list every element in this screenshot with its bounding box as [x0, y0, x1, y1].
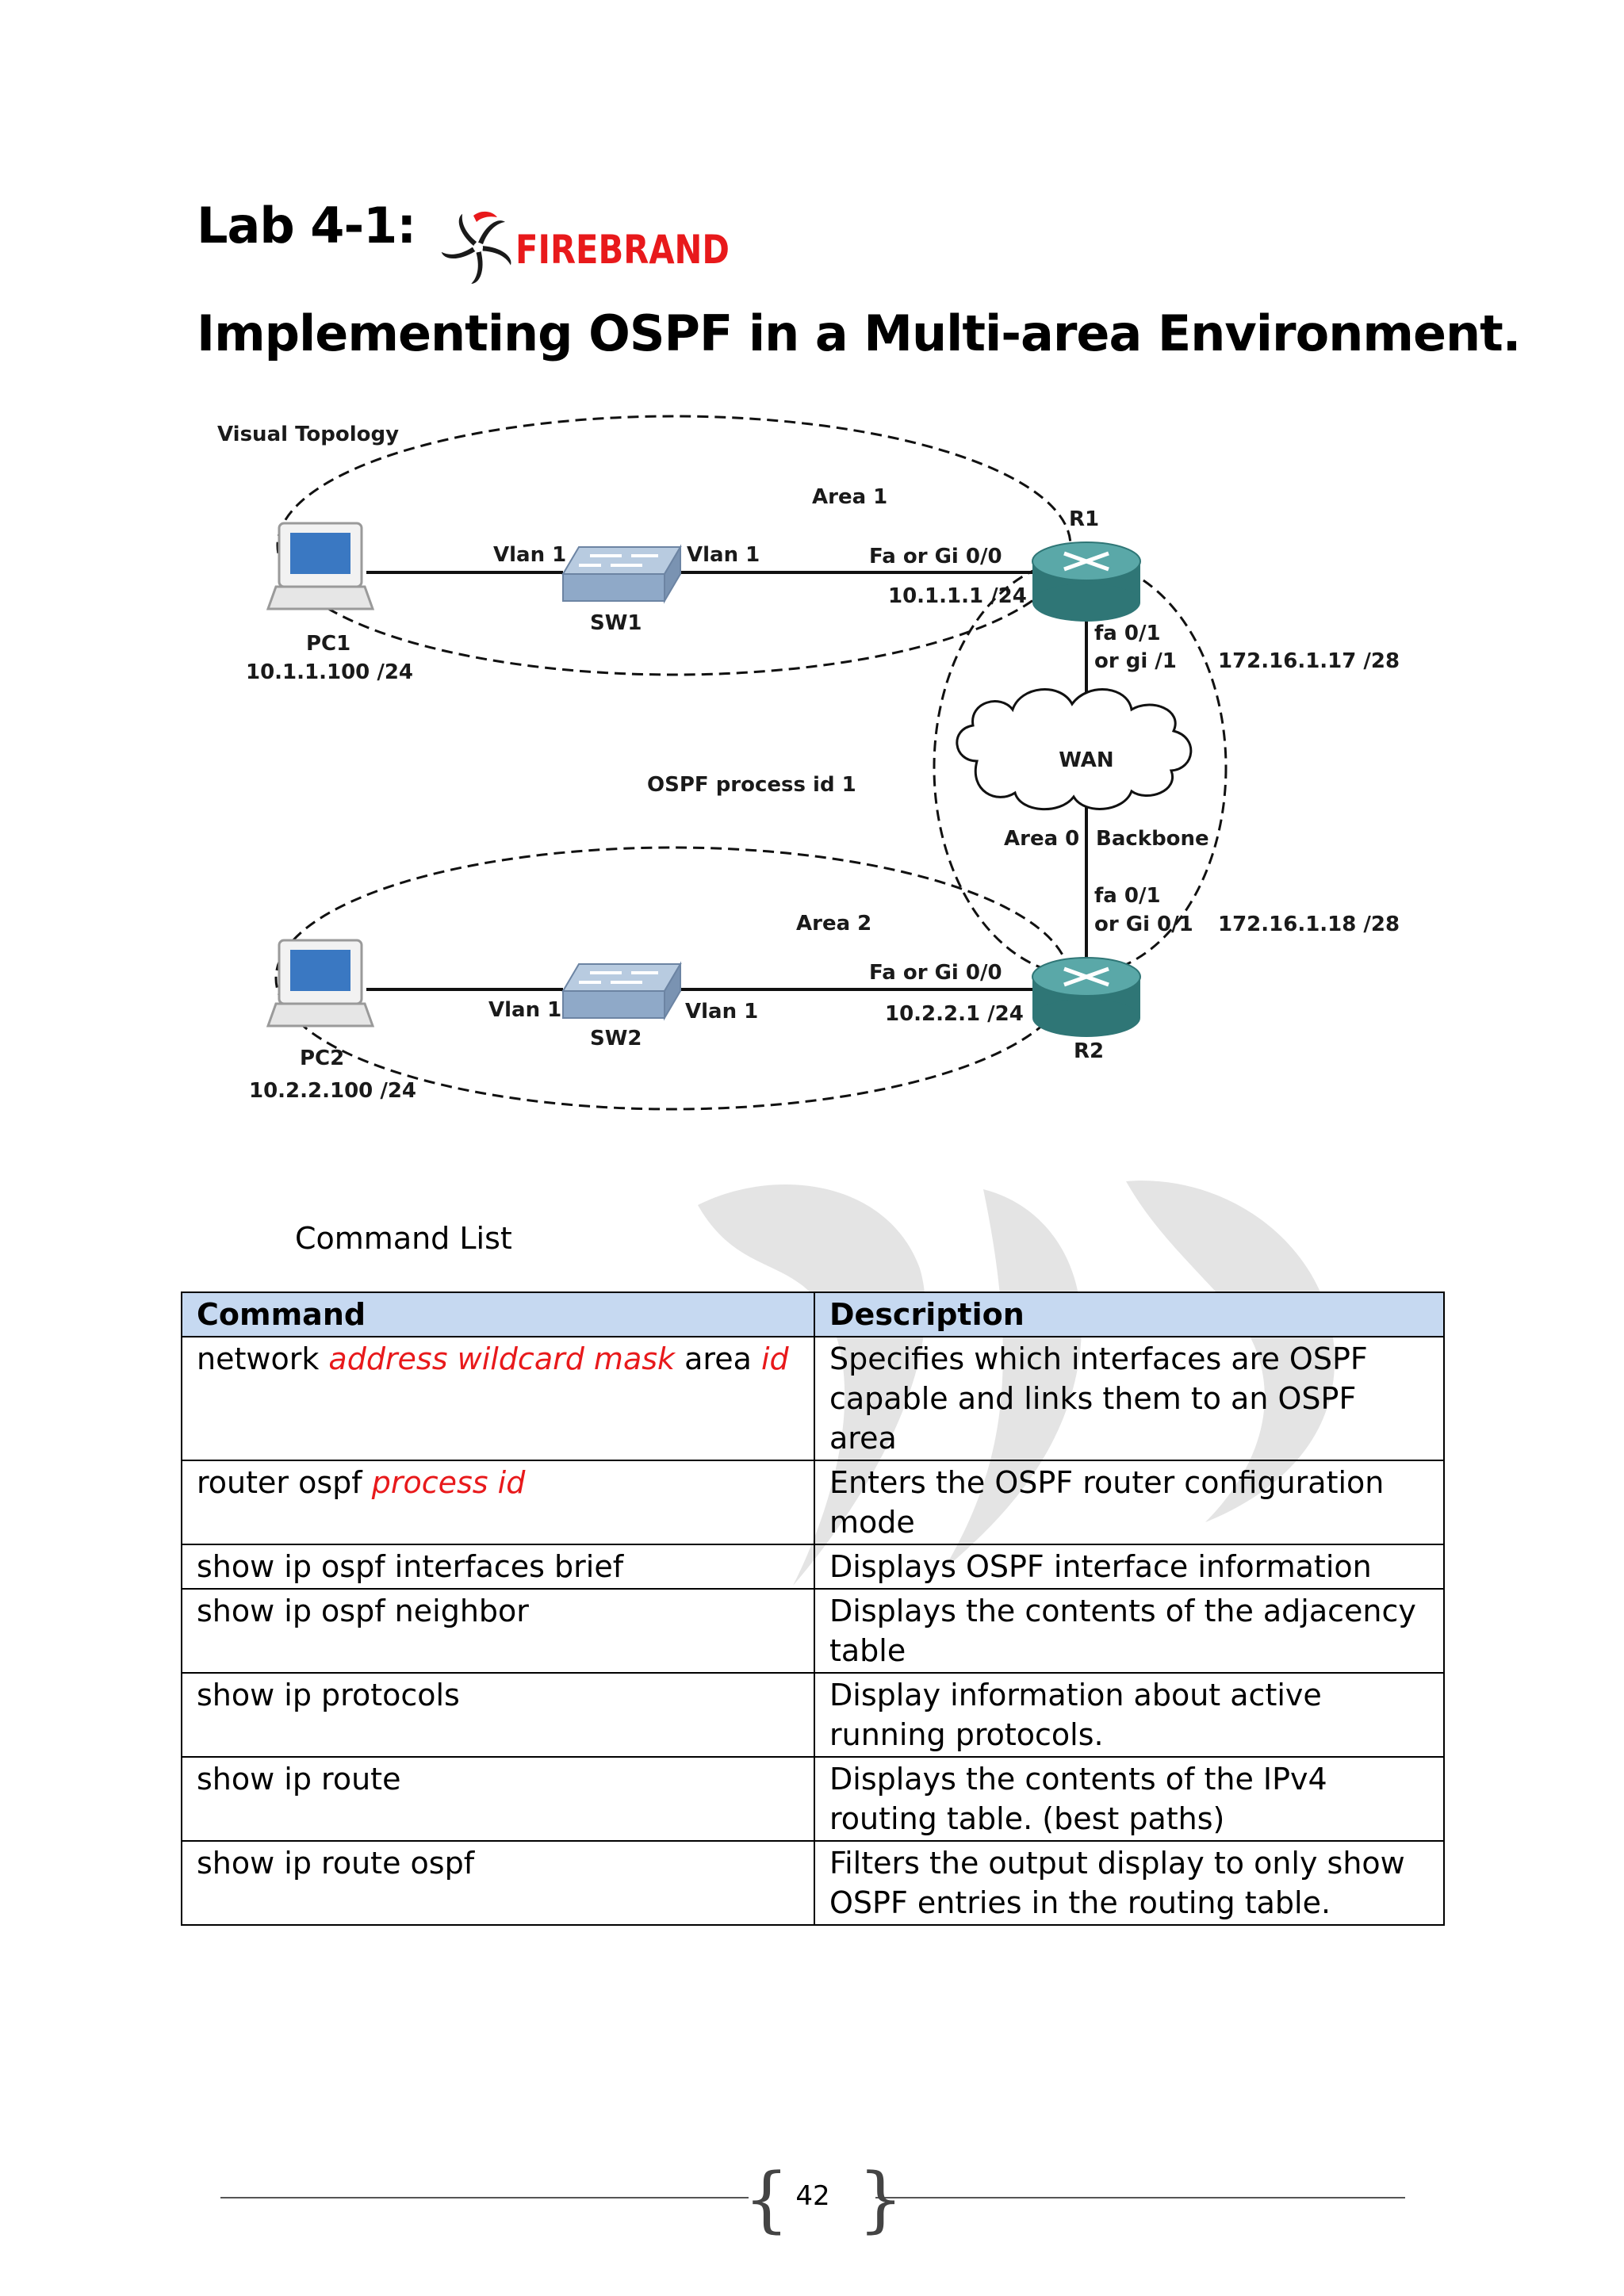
command-text: network: [197, 1341, 329, 1376]
page-number: 42: [795, 2180, 830, 2212]
topology-caption: Visual Topology: [217, 423, 399, 446]
table-row: show ip protocols Display information ab…: [181, 1672, 1445, 1758]
firebrand-logo: FIREBRAND: [441, 211, 730, 284]
command-text: area: [675, 1341, 761, 1376]
footer-rule-right: [875, 2197, 1405, 2198]
command-text: router ospf: [197, 1465, 372, 1500]
r1-router-icon: [1032, 541, 1141, 622]
description-cell: Displays the contents of the adjacency t…: [814, 1588, 1445, 1674]
r1-name: R1: [1069, 507, 1099, 531]
table-row: show ip ospf neighbor Displays the conte…: [181, 1588, 1445, 1674]
description-cell: Filters the output display to only show …: [814, 1840, 1445, 1926]
r1-wan-ip: 172.16.1.17 /28: [1218, 649, 1400, 673]
pc1-name: PC1: [306, 632, 350, 656]
description-cell: Display information about active running…: [814, 1672, 1445, 1758]
area2-label: Area 2: [796, 912, 871, 936]
command-cell: show ip ospf neighbor: [181, 1588, 815, 1674]
sw2-vlan-left: Vlan 1: [488, 998, 561, 1022]
table-row: network address wildcard mask area id Sp…: [181, 1336, 1445, 1461]
description-cell: Specifies which interfaces are OSPF capa…: [814, 1336, 1445, 1461]
table-row: router ospf process id Enters the OSPF r…: [181, 1460, 1445, 1545]
column-header-command: Command: [181, 1292, 815, 1337]
command-cell: network address wildcard mask area id: [181, 1336, 815, 1461]
command-cell: show ip route: [181, 1756, 815, 1842]
r2-lan-interface: Fa or Gi 0/0: [869, 961, 1002, 985]
footer-bracket-left-icon: {: [744, 2158, 790, 2241]
table-header-row: Command Description: [181, 1292, 1445, 1337]
table-row: show ip route ospf Filters the output di…: [181, 1840, 1445, 1926]
command-parameter: id: [760, 1341, 789, 1376]
sw1-name: SW1: [590, 611, 642, 635]
r2-wan-interface-line1: fa 0/1: [1094, 884, 1161, 908]
r2-lan-ip: 10.2.2.1 /24: [885, 1002, 1024, 1026]
command-cell: show ip protocols: [181, 1672, 815, 1758]
wan-cloud-icon: WAN: [956, 688, 1193, 811]
visual-topology-diagram: WAN: [217, 415, 1400, 1111]
r2-name: R2: [1074, 1039, 1104, 1063]
sw1-switch-icon: [561, 544, 682, 604]
description-cell: Displays the contents of the IPv4 routin…: [814, 1756, 1445, 1842]
sw2-switch-icon: [561, 961, 682, 1021]
pc1-ip: 10.1.1.100 /24: [246, 660, 413, 684]
command-table: Command Description network address wild…: [181, 1292, 1445, 1926]
sw1-vlan-right: Vlan 1: [687, 543, 760, 567]
firebrand-swirl-icon: [441, 211, 511, 284]
pc2-computer-icon: [266, 939, 375, 1027]
brand-name: FIREBRAND: [515, 227, 730, 273]
description-cell: Displays OSPF interface information: [814, 1544, 1445, 1590]
command-parameter: address wildcard mask: [328, 1341, 676, 1376]
page-heading: Implementing OSPF in a Multi-area Enviro…: [197, 304, 1521, 362]
lab-title: Lab 4-1:: [197, 197, 416, 254]
pc2-ip: 10.2.2.100 /24: [249, 1079, 416, 1103]
r1-lan-ip: 10.1.1.1 /24: [888, 584, 1027, 608]
area1-label: Area 1: [812, 485, 887, 509]
table-row: show ip route Displays the contents of t…: [181, 1756, 1445, 1842]
command-cell: router ospf process id: [181, 1460, 815, 1545]
footer-bracket-right-icon: }: [858, 2158, 904, 2241]
r2-wan-interface-line2: or Gi 0/1: [1094, 913, 1193, 936]
command-list-label: Command List: [295, 1221, 512, 1256]
r2-router-icon: [1032, 957, 1141, 1037]
table-row: show ip ospf interfaces brief Displays O…: [181, 1544, 1445, 1590]
r1-wan-interface-line2: or gi /1: [1094, 649, 1177, 673]
column-header-description: Description: [814, 1292, 1445, 1337]
area0-label: Area 0: [1004, 827, 1079, 851]
r1-lan-interface: Fa or Gi 0/0: [869, 545, 1002, 568]
command-parameter: process id: [371, 1465, 526, 1500]
backbone-label: Backbone: [1096, 827, 1209, 851]
pc1-computer-icon: [266, 522, 375, 610]
wan-label: WAN: [1059, 748, 1113, 772]
pc2-name: PC2: [300, 1047, 344, 1070]
sw2-name: SW2: [590, 1027, 642, 1050]
ospf-process-label: OSPF process id 1: [647, 773, 856, 797]
command-cell: show ip ospf interfaces brief: [181, 1544, 815, 1590]
footer-rule-left: [220, 2197, 749, 2198]
description-cell: Enters the OSPF router configuration mod…: [814, 1460, 1445, 1545]
command-cell: show ip route ospf: [181, 1840, 815, 1926]
sw2-vlan-right: Vlan 1: [685, 1000, 758, 1024]
r2-wan-ip: 172.16.1.18 /28: [1218, 913, 1400, 936]
r1-wan-interface-line1: fa 0/1: [1094, 622, 1161, 645]
sw1-vlan-left: Vlan 1: [493, 543, 566, 567]
